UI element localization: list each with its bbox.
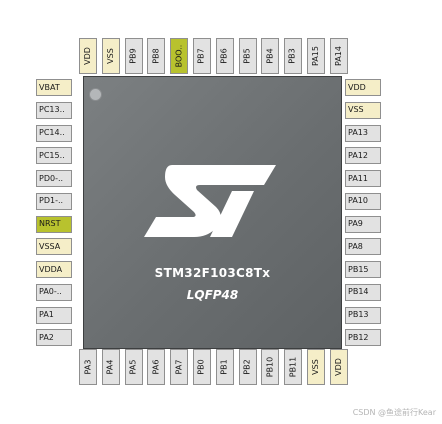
pin-bottom-pb11[interactable]: PB11: [284, 349, 303, 385]
pin-bottom-pa3[interactable]: PA3: [79, 349, 97, 385]
pin-bottom-pa5[interactable]: PA5: [124, 349, 143, 385]
pin-label: PB6: [219, 48, 229, 64]
pin-bottom-pa4[interactable]: PA4: [101, 349, 120, 385]
pin-top-pa14[interactable]: PA14: [329, 38, 348, 74]
pin-top-pb8[interactable]: PB8: [147, 38, 166, 74]
pin-top-boo[interactable]: BOO..: [170, 38, 189, 74]
part-number: STM32F103C8Tx: [154, 266, 271, 280]
pin-label: PB8: [151, 48, 161, 64]
pin-label: VDD: [83, 47, 93, 65]
pin-bottom-pa6[interactable]: PA6: [147, 349, 166, 385]
st-logo-t: [210, 191, 254, 237]
pin-label: PB10: [265, 356, 275, 378]
pin-right-pb15[interactable]: PB15: [345, 261, 381, 278]
pin-label: VDD: [333, 358, 343, 376]
pin-right-vdd[interactable]: VDD: [345, 79, 381, 96]
pin-right-pa11[interactable]: PA11: [345, 170, 381, 187]
pin-bottom-vss[interactable]: VSS: [307, 349, 325, 385]
pin-left-vdda[interactable]: VDDA: [36, 261, 72, 278]
pin-top-pb4[interactable]: PB4: [261, 38, 280, 74]
pin-label: PA4: [105, 359, 115, 375]
pin-label: PA14: [333, 46, 343, 66]
pin-left-pc13[interactable]: PC13..: [36, 101, 72, 119]
pin-top-vdd[interactable]: VDD: [79, 38, 97, 74]
pin-left-pd0[interactable]: PD0-..: [36, 170, 72, 187]
pin-label: PA6: [151, 359, 161, 375]
pin-top-pa15[interactable]: PA15: [307, 38, 325, 74]
pin-label: PA5: [128, 359, 138, 375]
pin-top-pb5[interactable]: PB5: [238, 38, 257, 74]
pin-bottom-pb1[interactable]: PB1: [215, 349, 234, 385]
pin-label: PB2: [242, 359, 252, 375]
pin-label: PB0: [197, 359, 206, 375]
pin-left-pa2[interactable]: PA2: [36, 329, 72, 347]
pin-top-pb6[interactable]: PB6: [215, 38, 234, 74]
package-name: LQFP48: [186, 288, 239, 302]
st-logo: [144, 165, 276, 237]
pin-right-pa13[interactable]: PA13: [345, 124, 381, 142]
pin-label: PA3: [83, 359, 92, 375]
pin-label: PA15: [311, 46, 320, 66]
pin-right-pb14[interactable]: PB14: [345, 283, 381, 301]
pin-label: PB5: [242, 48, 252, 64]
pin-left-vbat[interactable]: VBAT: [36, 79, 72, 96]
pin-left-pd1[interactable]: PD1-..: [36, 192, 72, 210]
pin-top-pb3[interactable]: PB3: [284, 38, 303, 74]
pin-right-pb12[interactable]: PB12: [345, 329, 381, 347]
pin-label: PB4: [265, 48, 275, 64]
pin-label: PB3: [288, 48, 298, 64]
pin-label: VSS: [310, 359, 320, 375]
pin-right-pa8[interactable]: PA8: [345, 238, 381, 256]
pin-top-pb7[interactable]: PB7: [193, 38, 211, 74]
pin-left-vssa[interactable]: VSSA: [36, 238, 72, 256]
pin-right-vss[interactable]: VSS: [345, 101, 381, 119]
pin-top-pb9[interactable]: PB9: [124, 38, 143, 74]
pin-label: PB11: [288, 356, 298, 378]
pin-left-pc14[interactable]: PC14..: [36, 124, 72, 142]
pin-top-vss[interactable]: VSS: [101, 38, 120, 74]
pin-bottom-pa7[interactable]: PA7: [170, 349, 189, 385]
pin-bottom-pb10[interactable]: PB10: [261, 349, 280, 385]
pin-left-pa1[interactable]: PA1: [36, 306, 72, 324]
pin-label: BOO..: [174, 44, 184, 68]
pin-label: PB1: [219, 359, 229, 375]
pin-label: PB7: [197, 48, 206, 64]
pin-left-pa0[interactable]: PA0-..: [36, 283, 72, 301]
pin1-indicator: [89, 88, 102, 101]
pin-bottom-pb0[interactable]: PB0: [193, 349, 211, 385]
pin-right-pa10[interactable]: PA10: [345, 192, 381, 210]
st-logo-s: [144, 165, 276, 237]
pin-label: VSS: [105, 48, 115, 64]
watermark: CSDN @鱼途前行Kear: [352, 408, 436, 417]
pin-right-pb13[interactable]: PB13: [345, 306, 381, 324]
pin-left-pc15[interactable]: PC15..: [36, 147, 72, 165]
pin-right-pa12[interactable]: PA12: [345, 147, 381, 165]
pin-right-pa9[interactable]: PA9: [345, 215, 381, 233]
pin-label: PB9: [128, 48, 138, 64]
pin-label: PA7: [174, 359, 184, 375]
chip-body: STM32F103C8Tx LQFP48: [83, 76, 342, 349]
pin-bottom-vdd[interactable]: VDD: [329, 349, 348, 385]
pin-left-nrst[interactable]: NRST: [36, 215, 72, 233]
pin-bottom-pb2[interactable]: PB2: [238, 349, 257, 385]
